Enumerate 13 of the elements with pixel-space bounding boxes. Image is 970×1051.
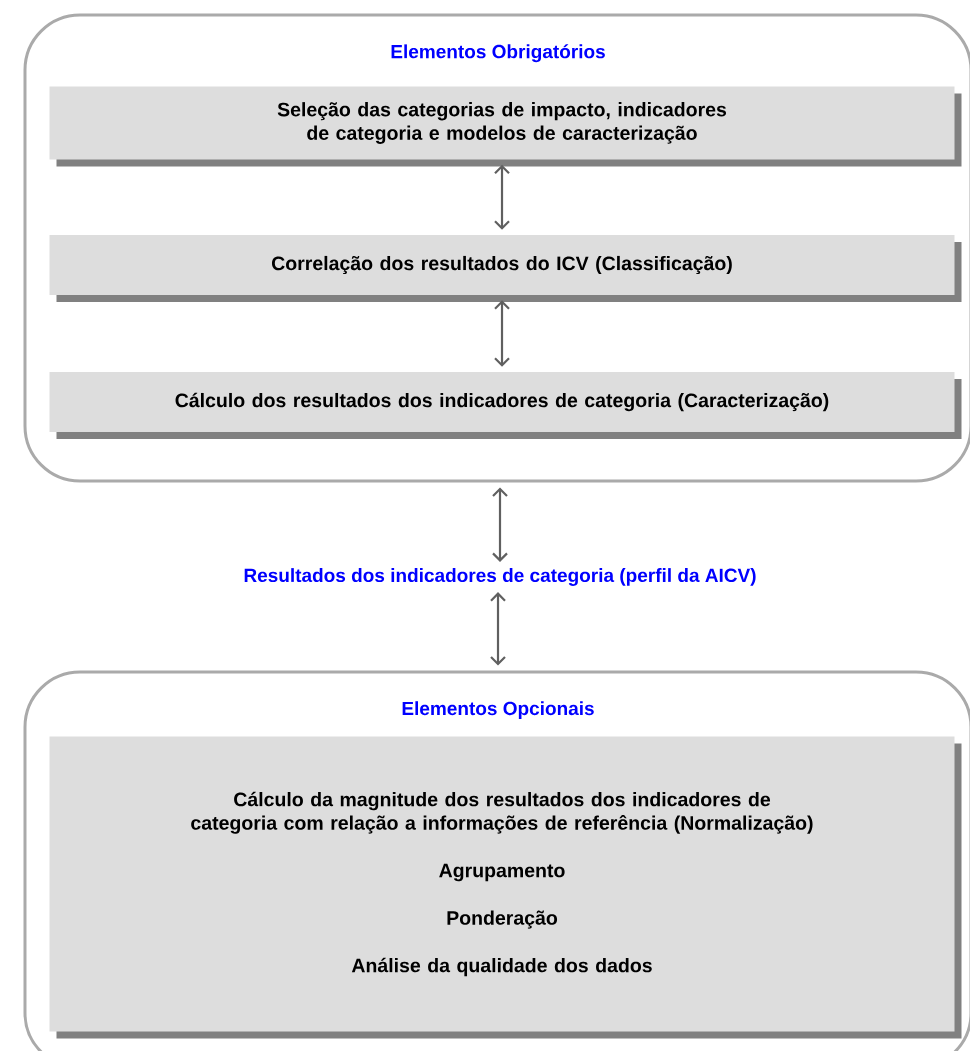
process-box: Cálculo dos resultados dos indicadores de categoria (Caracterização) <box>49 372 962 439</box>
group-title: Elementos Obrigatórios <box>391 44 605 63</box>
process-box: Correlação dos resultados do ICV (Classificação) <box>49 235 962 302</box>
double-arrow <box>494 300 510 367</box>
double-arrow <box>492 487 508 562</box>
double-arrow <box>494 164 510 230</box>
rounded-panel <box>23 670 970 1051</box>
result-text: Resultados dos indicadores de categoria (perfil da AICV) <box>244 568 756 586</box>
group-title: Elementos Opcionais <box>402 701 594 719</box>
rounded-panel <box>23 13 970 483</box>
double-arrow <box>490 592 506 666</box>
process-box: Cálculo da magnitude dos resultados dos indicadores de categoria com relação a informações de referência (Normalização) Agrupamento Ponderação Análise da qualidade dos dados <box>49 736 962 1039</box>
process-box: Seleção das categorias de impacto, indicadores de categoria e modelos de caracterização <box>49 86 962 167</box>
